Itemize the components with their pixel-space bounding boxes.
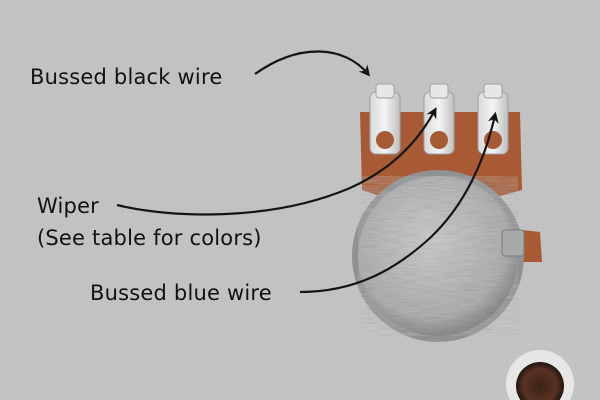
- bussed-blue-wire-label: Bussed blue wire: [90, 281, 272, 305]
- arrow-bussed-blue: [299, 111, 499, 294]
- wiper-note-label: (See table for colors): [37, 226, 262, 250]
- terminal-lug-left: [369, 83, 401, 155]
- pot-tab: [501, 229, 525, 257]
- pot-body: [358, 176, 518, 336]
- terminal-lug-middle: [423, 83, 455, 155]
- arrow-wiper: [116, 107, 437, 216]
- arrow-bussed-black: [254, 50, 371, 77]
- bussed-black-wire-label: Bussed black wire: [30, 65, 223, 89]
- wiper-label: Wiper: [37, 194, 100, 218]
- mounting-hole: [516, 362, 564, 400]
